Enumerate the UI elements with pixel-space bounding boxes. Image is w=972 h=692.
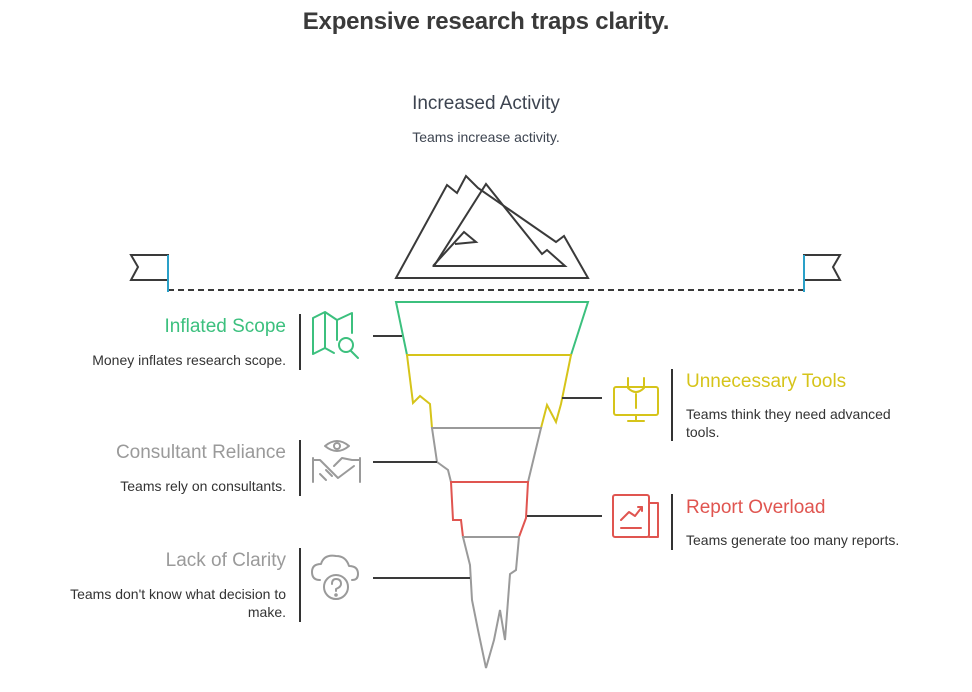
layer-report-overload [449, 481, 530, 538]
description-unnecessary-tools: Teams think they need advanced tools. [686, 406, 891, 440]
divider-consultant-reliance [299, 440, 301, 496]
layer-lack-of-clarity [461, 536, 521, 669]
divider-inflated-scope [299, 314, 301, 370]
page-title: Expensive research traps clarity. [302, 8, 670, 35]
description-consultant-reliance: Teams rely on consultants. [120, 478, 286, 494]
cloud-question-icon [311, 554, 359, 600]
label-inflated-scope: Inflated Scope [164, 316, 286, 337]
label-unnecessary-tools: Unnecessary Tools [686, 371, 847, 392]
description-inflated-scope: Money inflates research scope. [92, 352, 286, 368]
left-flag-icon [129, 254, 169, 292]
layer-inflated-scope [394, 301, 590, 356]
handshake-eye-icon [312, 440, 361, 483]
top-description: Teams increase activity. [412, 129, 560, 145]
mountain-peak-icon [394, 174, 590, 279]
divider-report-overload [671, 494, 673, 550]
divider-unnecessary-tools [671, 369, 673, 441]
label-lack-of-clarity: Lack of Clarity [165, 550, 286, 571]
layer-unnecessary-tools [405, 354, 573, 429]
monitor-tools-icon [613, 377, 659, 422]
label-report-overload: Report Overload [686, 497, 826, 518]
report-chart-icon [612, 494, 659, 538]
description-report-overload: Teams generate too many reports. [686, 532, 900, 548]
description-lack-of-clarity: Teams don't know what decision to make. [70, 586, 286, 620]
label-consultant-reliance: Consultant Reliance [115, 442, 286, 463]
top-label: Increased Activity [412, 93, 560, 114]
divider-lack-of-clarity [299, 548, 301, 622]
right-flag-icon [803, 254, 842, 292]
map-search-icon [312, 311, 359, 359]
layer-consultant-reliance [430, 427, 543, 483]
